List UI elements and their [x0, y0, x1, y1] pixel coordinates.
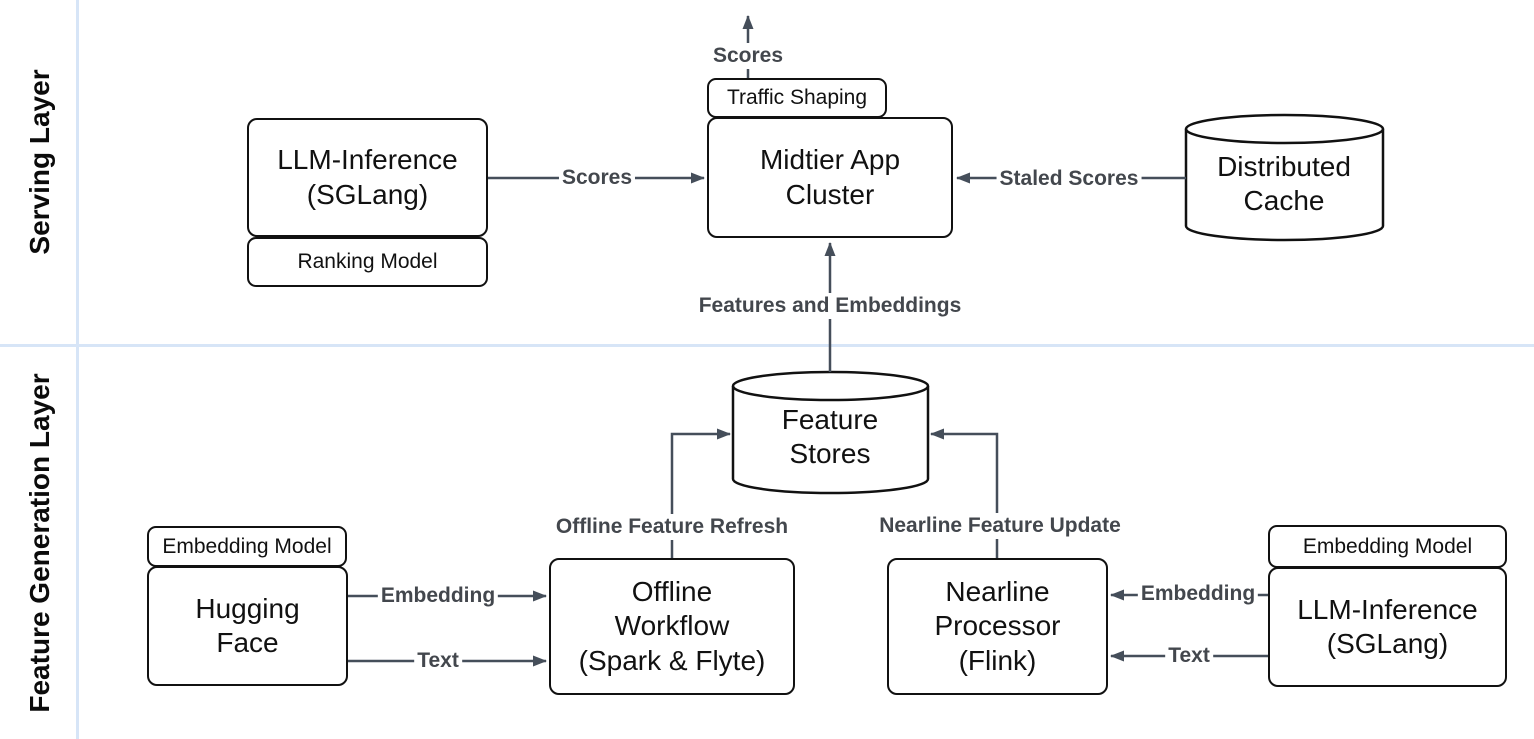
- distributed-cache-label: Distributed Cache: [1217, 150, 1351, 216]
- features-embeddings-edge-label: Features and Embeddings: [695, 293, 965, 319]
- llm-inference-feature-node: LLM-Inference (SGLang): [1268, 567, 1507, 687]
- layer-divider-vertical: [76, 0, 79, 739]
- nearline-feature-update-edge-label: Nearline Feature Update: [876, 513, 1124, 539]
- arrow-nearline-update: [930, 428, 999, 558]
- offline-workflow-node: Offline Workflow (Spark & Flyte): [549, 558, 795, 695]
- text-right-edge-label: Text: [1165, 643, 1213, 669]
- text-left-edge-label: Text: [414, 648, 462, 674]
- embedding-left-edge-label: Embedding: [377, 583, 499, 609]
- feature-stores-cylinder: [731, 370, 930, 495]
- nearline-processor-node: Nearline Processor (Flink): [887, 558, 1108, 695]
- scores-left-edge-label: Scores: [558, 165, 636, 191]
- hugging-face-node: Hugging Face: [147, 566, 348, 686]
- traffic-shaping-node: Traffic Shaping: [707, 78, 887, 118]
- embedding-model-right-node: Embedding Model: [1268, 525, 1507, 568]
- feature-stores-label: Feature Stores: [781, 403, 879, 469]
- midtier-app-cluster-node: Midtier App Cluster: [707, 117, 953, 238]
- staled-scores-edge-label: Staled Scores: [996, 166, 1142, 192]
- embedding-model-left-node: Embedding Model: [147, 526, 347, 567]
- scores-top-edge-label: Scores: [709, 43, 787, 69]
- llm-inference-serving-node: LLM-Inference (SGLang): [247, 118, 488, 237]
- layer-divider-horizontal: [0, 344, 1534, 347]
- ranking-model-node: Ranking Model: [247, 237, 488, 287]
- embedding-right-edge-label: Embedding: [1137, 581, 1259, 607]
- offline-feature-refresh-edge-label: Offline Feature Refresh: [552, 514, 792, 540]
- distributed-cache-cylinder: [1184, 113, 1385, 242]
